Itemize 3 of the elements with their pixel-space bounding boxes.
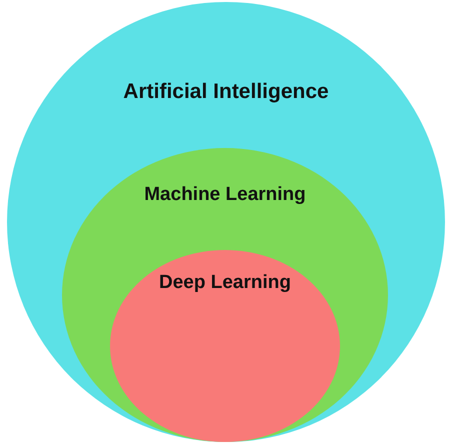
set-label: Machine Learning <box>144 184 306 206</box>
set-label: Artificial Intelligence <box>123 80 329 104</box>
set-label: Deep Learning <box>159 272 291 294</box>
